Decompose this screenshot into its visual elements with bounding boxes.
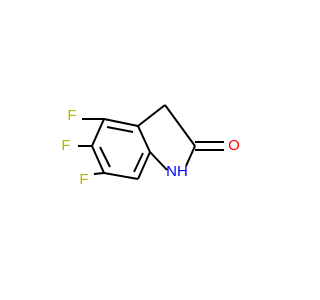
atom-label-nh: NH <box>166 163 188 180</box>
molecule-diagram: F F F NH O <box>61 104 240 188</box>
bond-c7-c7a <box>137 151 151 180</box>
bond-c7-c7a-inner <box>133 152 144 173</box>
bond-c6-f7 <box>93 172 105 175</box>
bond-c5-c6 <box>91 145 105 174</box>
atom-label-f7: F <box>79 171 88 188</box>
bond-c5-c6-inner <box>99 146 111 168</box>
bond-n1-c7a <box>149 151 168 171</box>
bond-c3a-c4 <box>103 118 139 127</box>
bond-c3a-c3 <box>137 104 166 127</box>
bond-c2-n1 <box>185 145 196 167</box>
atom-label-f5: F <box>67 107 76 124</box>
atom-labels: F F F NH O <box>61 107 239 188</box>
bonds <box>78 104 224 180</box>
atom-label-f6: F <box>61 137 70 154</box>
atom-label-o: O <box>228 137 240 154</box>
bond-c7a-c3a <box>137 125 151 153</box>
bond-c4-c5 <box>91 118 105 147</box>
bond-c6-c7 <box>103 172 139 180</box>
bond-c3-c2 <box>164 104 196 147</box>
bond-c4-c4-inner <box>106 126 134 133</box>
